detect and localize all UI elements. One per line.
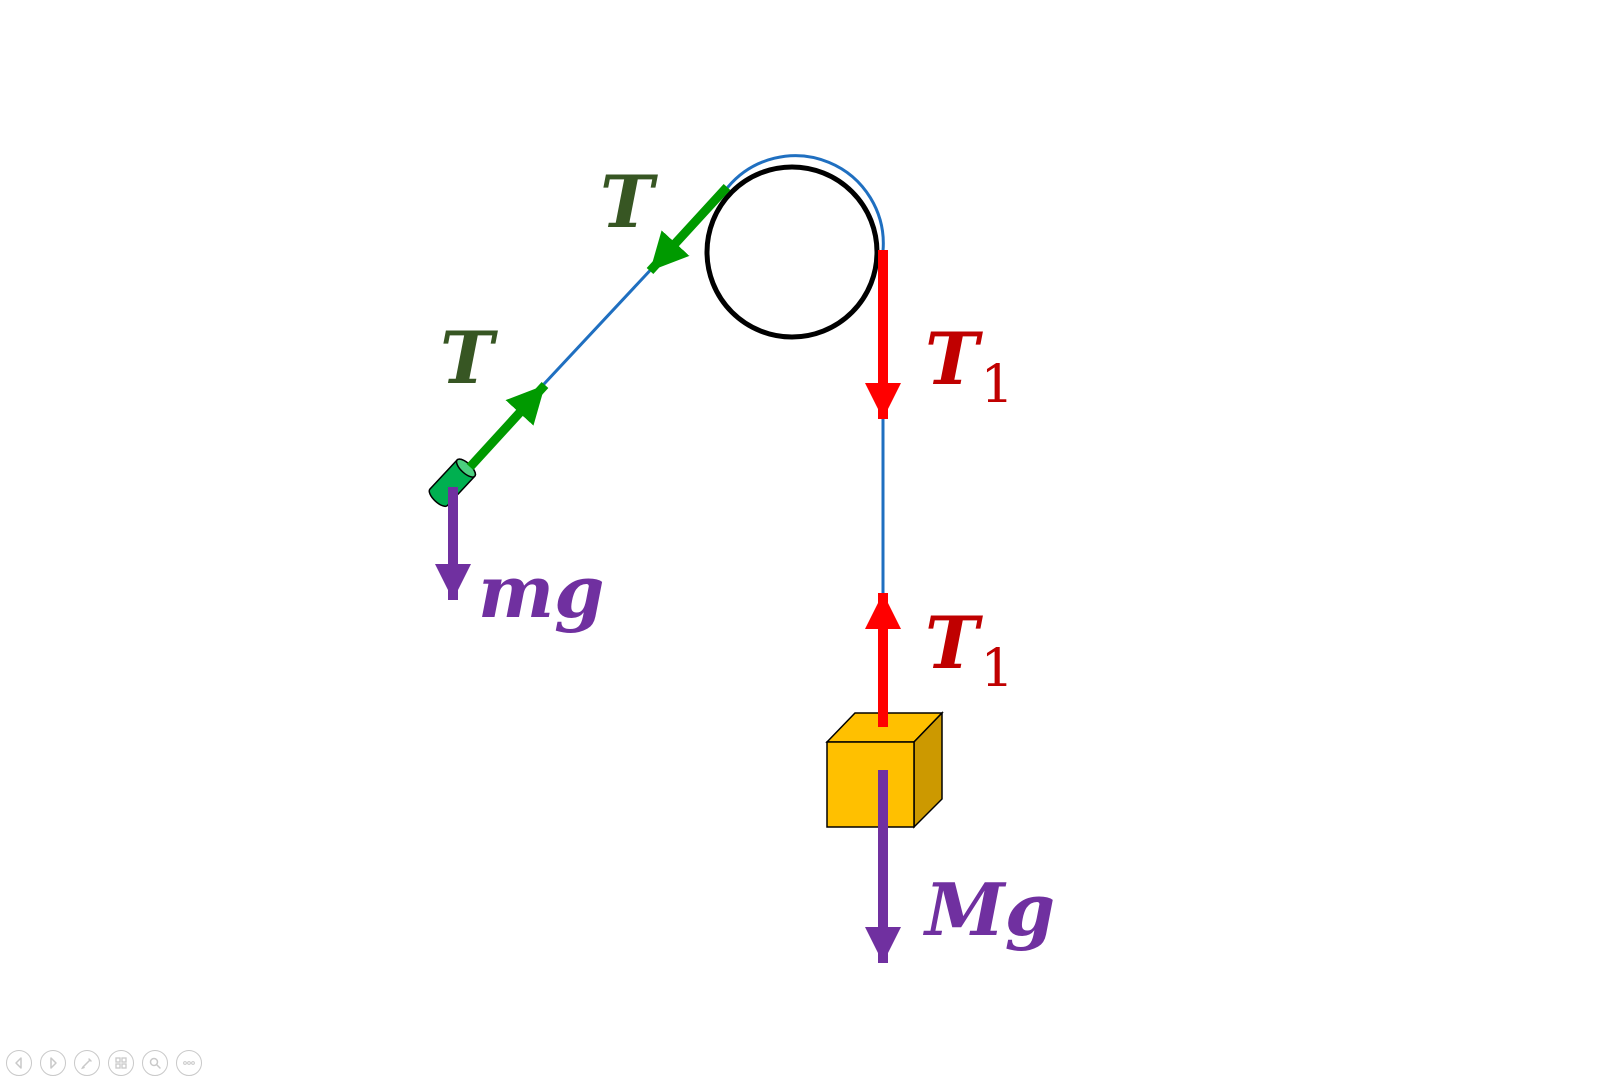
next-slide-button[interactable] bbox=[40, 1050, 66, 1076]
zoom-button[interactable] bbox=[142, 1050, 168, 1076]
previous-slide-button[interactable] bbox=[6, 1050, 32, 1076]
large-mass-block bbox=[825, 711, 944, 829]
slideshow-toolbar bbox=[6, 1050, 202, 1078]
rope bbox=[443, 154, 885, 720]
tension-arrow-on-pulley bbox=[646, 183, 731, 275]
label-tension-lower: T bbox=[440, 315, 498, 400]
zoom-icon bbox=[149, 1057, 161, 1069]
pulley bbox=[704, 164, 880, 340]
label-tension-right-bottom: T1 bbox=[925, 600, 1014, 699]
label-tension-right-top: T1 bbox=[925, 316, 1014, 415]
pen-icon bbox=[81, 1058, 92, 1070]
label-weight-large: Mg bbox=[922, 867, 1055, 952]
label-weight-small: mg bbox=[478, 549, 605, 634]
previous-icon bbox=[15, 1057, 22, 1069]
see-all-slides-button[interactable] bbox=[108, 1050, 134, 1076]
tension-arrow-on-mass bbox=[466, 381, 549, 471]
next-icon bbox=[50, 1057, 57, 1069]
more-icon bbox=[183, 1061, 195, 1065]
pen-button[interactable] bbox=[74, 1050, 100, 1076]
label-tension-upper: T bbox=[600, 159, 658, 244]
slides-grid-icon bbox=[115, 1057, 127, 1069]
more-options-button[interactable] bbox=[176, 1050, 202, 1076]
